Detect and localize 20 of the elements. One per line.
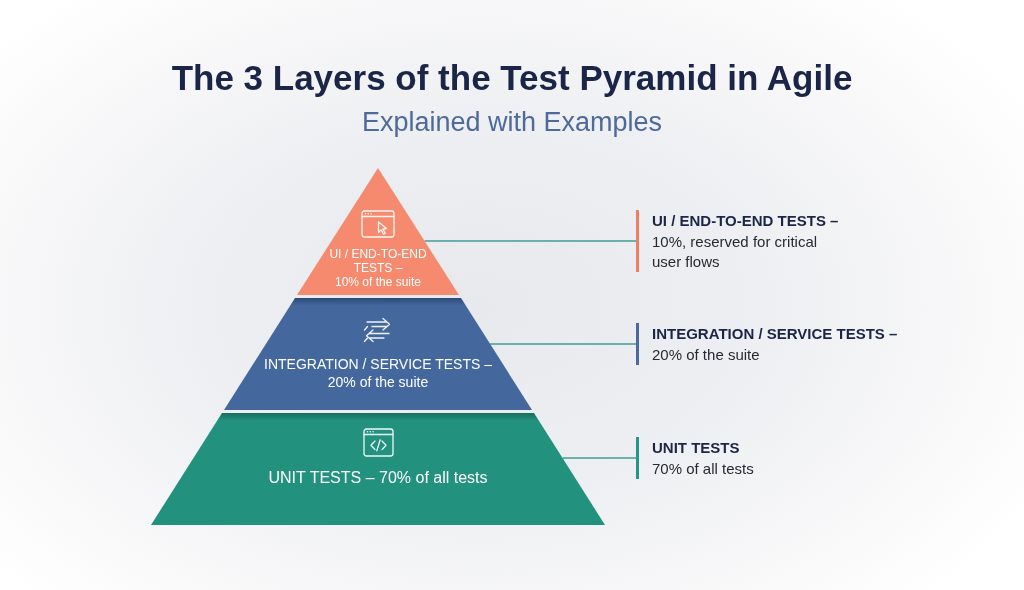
leader-line [423,240,637,242]
layer-label: INTEGRATION / SERVICE TESTS – [264,356,492,372]
pyramid-layer [297,168,459,295]
annotation-text: 70% of all tests [652,460,754,477]
pyramid-layer [151,413,605,525]
diagram-subtitle: Explained with Examples [361,106,663,138]
layer-label: UI / END-TO-END TESTS – [329,247,427,275]
leader-line [561,457,637,459]
layer-share: 20% of the suite [327,374,429,390]
diagram-title: The 3 Layers of the Test Pyramid in Agile [171,58,853,98]
layer-label: UNIT TESTS – 70% of all tests [268,469,488,486]
pyramid-layer [224,298,532,410]
leader-line [489,343,637,345]
annotation-text: 20% of the suite [652,346,760,363]
annotation-block [636,210,839,272]
annotation-heading: UI / END-TO-END TESTS – [652,212,839,229]
layer-share: 10% of the suite [334,275,422,289]
annotation-heading: UNIT TESTS [652,439,740,456]
annotation-heading: INTEGRATION / SERVICE TESTS – [652,325,898,342]
annotation-text: 10%, reserved for critical user flows [652,233,818,270]
